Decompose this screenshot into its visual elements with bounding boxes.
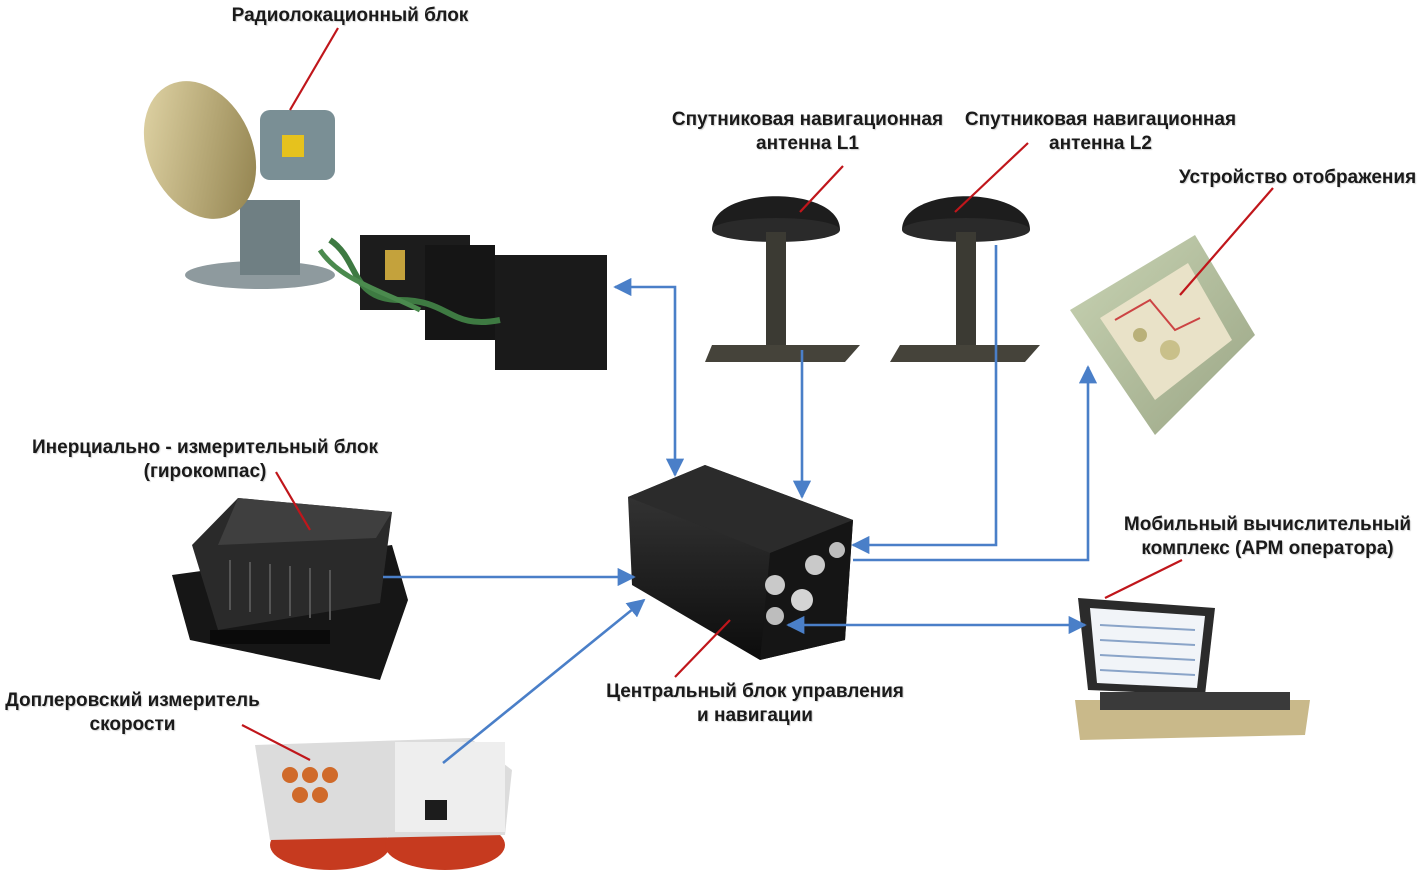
label-central: Центральный блок управления и навигации — [606, 681, 904, 726]
label-radar: Радиолокационный блок — [231, 5, 469, 26]
arrow-l2-central — [851, 245, 998, 555]
leader-doppler — [241, 724, 311, 761]
leader-imu — [275, 471, 311, 531]
gnss-antenna-l1-icon — [705, 196, 860, 362]
gnss-antenna-l2-icon — [890, 196, 1040, 362]
leader-mobile — [1104, 559, 1183, 599]
label-mobile: Мобильный вычислительный комплекс (АРМ о… — [1123, 514, 1412, 559]
imu-unit-icon — [172, 498, 408, 680]
arrow-central-radar — [613, 277, 685, 477]
label-gnss-l1: Спутниковая навигационная антенна L1 — [671, 109, 944, 154]
label-display: Устройство отображения — [1178, 167, 1417, 188]
label-imu: Инерциально - измерительный блок (гироко… — [32, 437, 378, 482]
laptop-icon — [1075, 598, 1310, 740]
arrow-doppler-central — [442, 598, 646, 765]
leader-lines — [241, 27, 1274, 761]
display-unit-icon — [1070, 235, 1255, 435]
doppler-unit-icon — [255, 738, 512, 870]
leader-l1 — [799, 165, 844, 213]
connection-arrows — [383, 245, 1098, 765]
arrow-central-display — [853, 365, 1098, 562]
label-doppler: Доплеровский измеритель скорости — [5, 690, 260, 735]
control-box-icon — [628, 465, 853, 660]
leader-display — [1179, 187, 1274, 296]
radar-unit-icon — [143, 81, 607, 370]
leader-central — [674, 619, 731, 678]
leader-l2 — [954, 142, 1029, 213]
leader-radar — [289, 27, 339, 111]
label-gnss-l2: Спутниковая навигационная антенна L2 — [964, 109, 1237, 154]
